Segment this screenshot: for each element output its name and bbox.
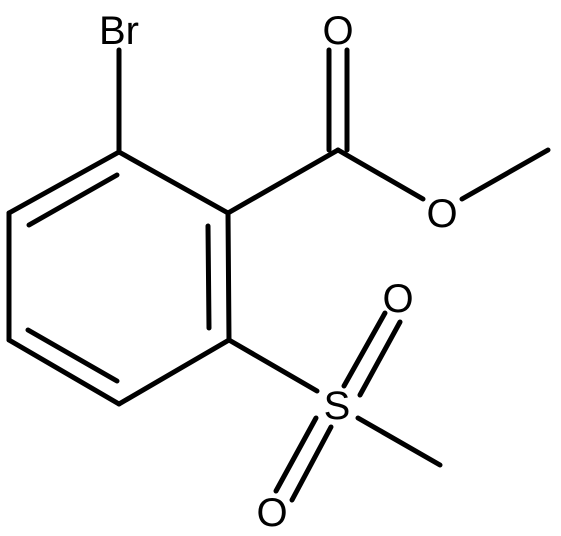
bond-s-o-lower-2 <box>289 424 334 503</box>
carbonyl-oxygen-label: O <box>322 9 353 53</box>
bromine-label: Br <box>99 9 139 53</box>
sulfonyl-oxygen-upper-label: O <box>382 277 413 321</box>
ring-bond-c2-c3-inner <box>205 223 212 331</box>
bond-s-o-lower-1 <box>273 415 319 494</box>
bond-ring-carbonyl <box>225 147 341 216</box>
ring-bond-c2-c3 <box>225 210 232 343</box>
bond-ester-o-methyl <box>459 147 551 202</box>
ring-bond-c4-c5 <box>6 337 122 407</box>
ring-bond-c1-c2 <box>116 149 231 216</box>
bond-s-methyl <box>355 415 443 468</box>
bond-carbonyl-ester-o <box>335 147 426 202</box>
ester-oxygen-label: O <box>426 192 457 236</box>
bond-ring-sulfur <box>226 337 320 394</box>
benzene-ring <box>6 149 232 407</box>
ring-bond-c6-c1-inner <box>26 172 120 228</box>
ring-bond-c3-c4 <box>116 337 232 407</box>
ring-bond-c4-c5-inner <box>25 327 120 384</box>
sulfonyl-oxygen-lower-label: O <box>256 491 287 535</box>
sulfur-label: S <box>324 384 351 428</box>
ring-bond-c6-c1 <box>6 149 122 216</box>
bond-s-o-upper-2 <box>357 319 403 398</box>
bond-s-o-upper-1 <box>341 310 388 389</box>
